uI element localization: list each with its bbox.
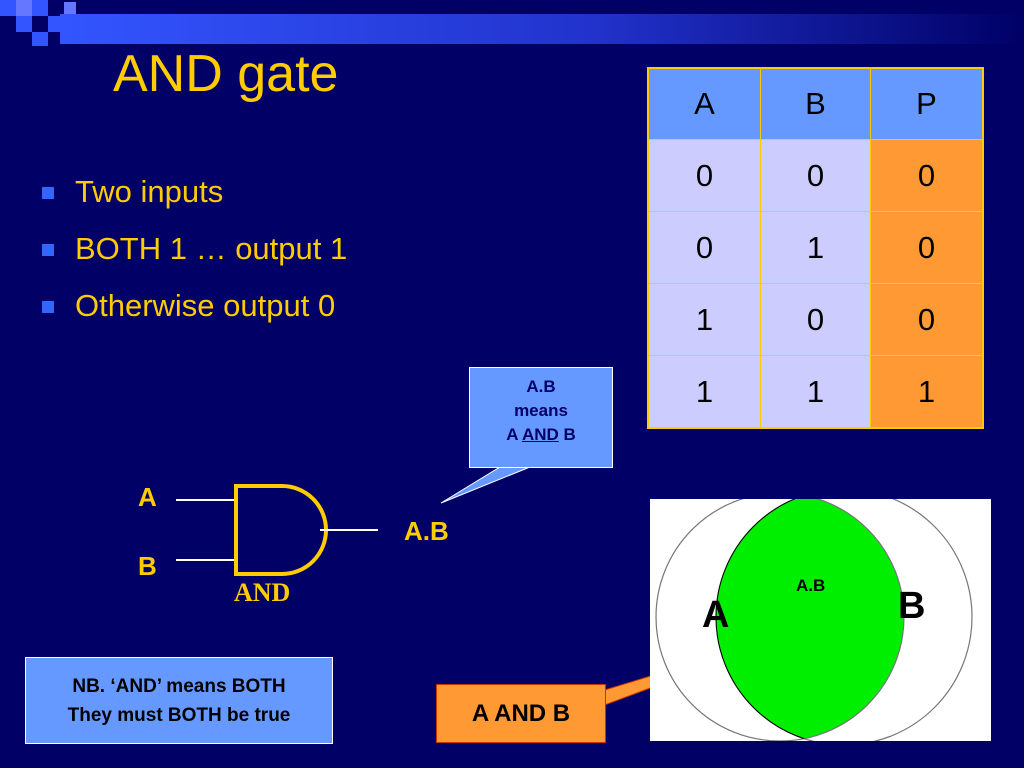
- table-row: 1 1 1: [647, 355, 984, 429]
- slide-title: AND gate: [113, 45, 339, 103]
- set-a-circle: [655, 499, 905, 741]
- bullet-item: BOTH 1 … output 1: [40, 229, 347, 286]
- table-cell: 1: [647, 355, 761, 429]
- output-cell: 0: [869, 211, 984, 284]
- table-cell: 0: [760, 139, 871, 212]
- bullet-square-icon: [42, 244, 54, 256]
- callout-line: A.B: [526, 377, 556, 396]
- venn-intersection-label: A.B: [796, 576, 825, 595]
- table-cell: 1: [760, 211, 871, 284]
- truth-table-header-row: A B P: [647, 67, 984, 140]
- table-cell: 1: [760, 355, 871, 429]
- gate-symbol-label: AND: [234, 578, 290, 607]
- table-row: 0 0 0: [647, 139, 984, 212]
- gate-input-a-label: A: [138, 482, 157, 512]
- output-cell: 0: [869, 139, 984, 212]
- table-cell: 1: [647, 283, 761, 356]
- nb-line: They must BOTH be true: [67, 705, 291, 726]
- nb-line: NB. ‘AND’ means BOTH: [72, 676, 286, 697]
- table-cell: 0: [647, 139, 761, 212]
- venn-diagram: A B A.B: [650, 499, 991, 741]
- nb-note-box: NB. ‘AND’ means BOTH They must BOTH be t…: [25, 657, 333, 744]
- truth-table: A B P 0 0 0 0 1 0 1 0 0 1 1 1: [647, 67, 984, 429]
- bullet-item: Otherwise output 0: [40, 286, 347, 343]
- gate-input-b-label: B: [138, 551, 157, 581]
- callout-line: A AND B: [470, 423, 612, 447]
- table-cell: 0: [647, 211, 761, 284]
- top-decorative-bar: [0, 0, 1024, 46]
- bullet-square-icon: [42, 187, 54, 199]
- callout-line: means: [514, 401, 568, 420]
- callout-emphasis: AND: [521, 425, 559, 444]
- bullet-square-icon: [42, 301, 54, 313]
- a-and-b-callout: A AND B: [436, 684, 606, 743]
- header-cell-p: P: [869, 67, 984, 140]
- table-row: 1 0 0: [647, 283, 984, 356]
- output-cell: 1: [869, 355, 984, 429]
- ab-means-callout: A.B means A AND B: [469, 367, 613, 468]
- table-row: 0 1 0: [647, 211, 984, 284]
- bullet-text: Two inputs: [75, 174, 224, 209]
- bullet-list: Two inputs BOTH 1 … output 1 Otherwise o…: [40, 172, 347, 343]
- header-cell-b: B: [760, 67, 871, 140]
- header-cell-a: A: [647, 67, 761, 140]
- venn-set-b-label: B: [898, 585, 925, 627]
- callout-suffix: B: [558, 425, 576, 444]
- gate-output-label: A.B: [404, 516, 449, 546]
- and-gate-symbol: AND: [176, 484, 378, 607]
- venn-set-a-label: A: [702, 594, 729, 636]
- table-cell: 0: [760, 283, 871, 356]
- bullet-item: Two inputs: [40, 172, 347, 229]
- output-cell: 0: [869, 283, 984, 356]
- bullet-text: BOTH 1 … output 1: [75, 231, 348, 266]
- intersection-region: [716, 499, 904, 741]
- bullet-text: Otherwise output 0: [75, 288, 336, 323]
- callout-prefix: A: [506, 425, 522, 444]
